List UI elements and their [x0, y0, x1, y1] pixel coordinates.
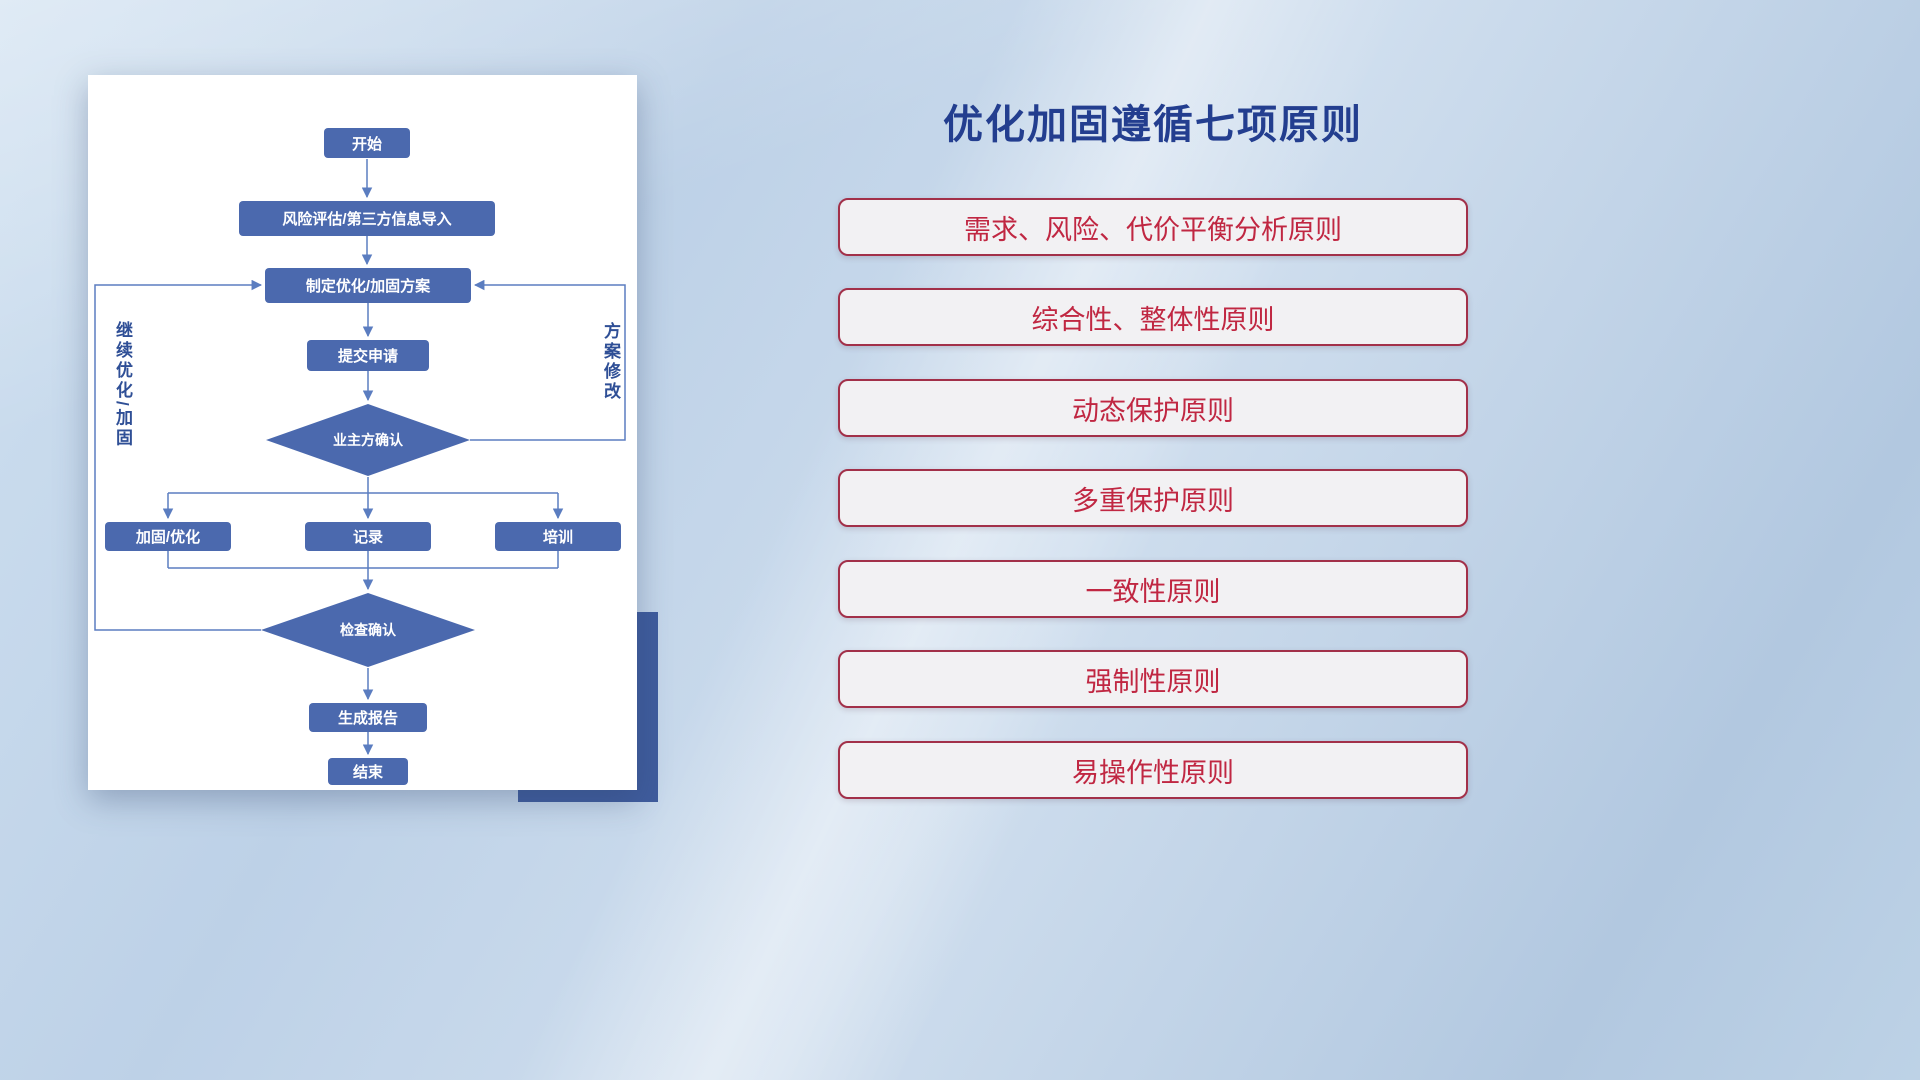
flow-node-submit-request: 提交申请 [307, 340, 429, 371]
flowchart-panel: 开始 风险评估/第三方信息导入 制定优化/加固方案 提交申请 业主方确认 加固/… [88, 75, 637, 790]
principle-text-1: 需求、风险、代价平衡分析原则 [964, 214, 1342, 245]
edge-label-plan-modify: 方案修改 [601, 322, 620, 402]
principle-card-4: 多重保护原则 [838, 469, 1468, 527]
edge-label-continue-optimize: 继续优化/加固 [113, 321, 132, 449]
principle-text-4: 多重保护原则 [1072, 485, 1234, 516]
flow-node-reinforce-optimize-label: 加固/优化 [135, 529, 201, 546]
flow-node-make-plan: 制定优化/加固方案 [265, 268, 471, 303]
principle-card-5: 一致性原则 [838, 560, 1468, 618]
flow-node-training-label: 培训 [542, 529, 573, 546]
principle-text-5: 一致性原则 [1085, 576, 1221, 607]
flow-node-generate-report-label: 生成报告 [337, 710, 398, 727]
principle-card-2: 综合性、整体性原则 [838, 288, 1468, 346]
principle-text-2: 综合性、整体性原则 [1031, 304, 1275, 335]
principle-text-3: 动态保护原则 [1072, 395, 1234, 426]
flow-decision-check-confirm-label: 检查确认 [340, 622, 396, 638]
flow-node-end-label: 结束 [352, 764, 383, 781]
flow-node-record-label: 记录 [352, 529, 383, 546]
page-title: 优化加固遵循七项原则 [943, 103, 1363, 147]
flow-node-risk-assessment-label: 风险评估/第三方信息导入 [282, 211, 452, 228]
flow-node-record: 记录 [305, 522, 431, 551]
flow-node-make-plan-label: 制定优化/加固方案 [305, 278, 431, 295]
flow-decision-owner-confirm-label: 业主方确认 [333, 432, 403, 448]
flow-node-generate-report: 生成报告 [309, 703, 427, 732]
principle-card-6: 强制性原则 [838, 650, 1468, 708]
flow-node-start-label: 开始 [351, 135, 382, 153]
flow-node-training: 培训 [495, 522, 621, 551]
flow-node-end: 结束 [328, 758, 408, 785]
principle-card-1: 需求、风险、代价平衡分析原则 [838, 198, 1468, 256]
principle-card-3: 动态保护原则 [838, 379, 1468, 437]
flow-node-submit-request-label: 提交申请 [337, 348, 398, 365]
flowchart-connectors [94, 159, 626, 756]
flow-node-risk-assessment: 风险评估/第三方信息导入 [239, 201, 495, 236]
principle-text-6: 强制性原则 [1085, 666, 1221, 697]
flow-node-start: 开始 [324, 128, 410, 158]
principle-card-7: 易操作性原则 [838, 741, 1468, 799]
flow-node-reinforce-optimize: 加固/优化 [105, 522, 231, 551]
principle-text-7: 易操作性原则 [1072, 757, 1234, 788]
